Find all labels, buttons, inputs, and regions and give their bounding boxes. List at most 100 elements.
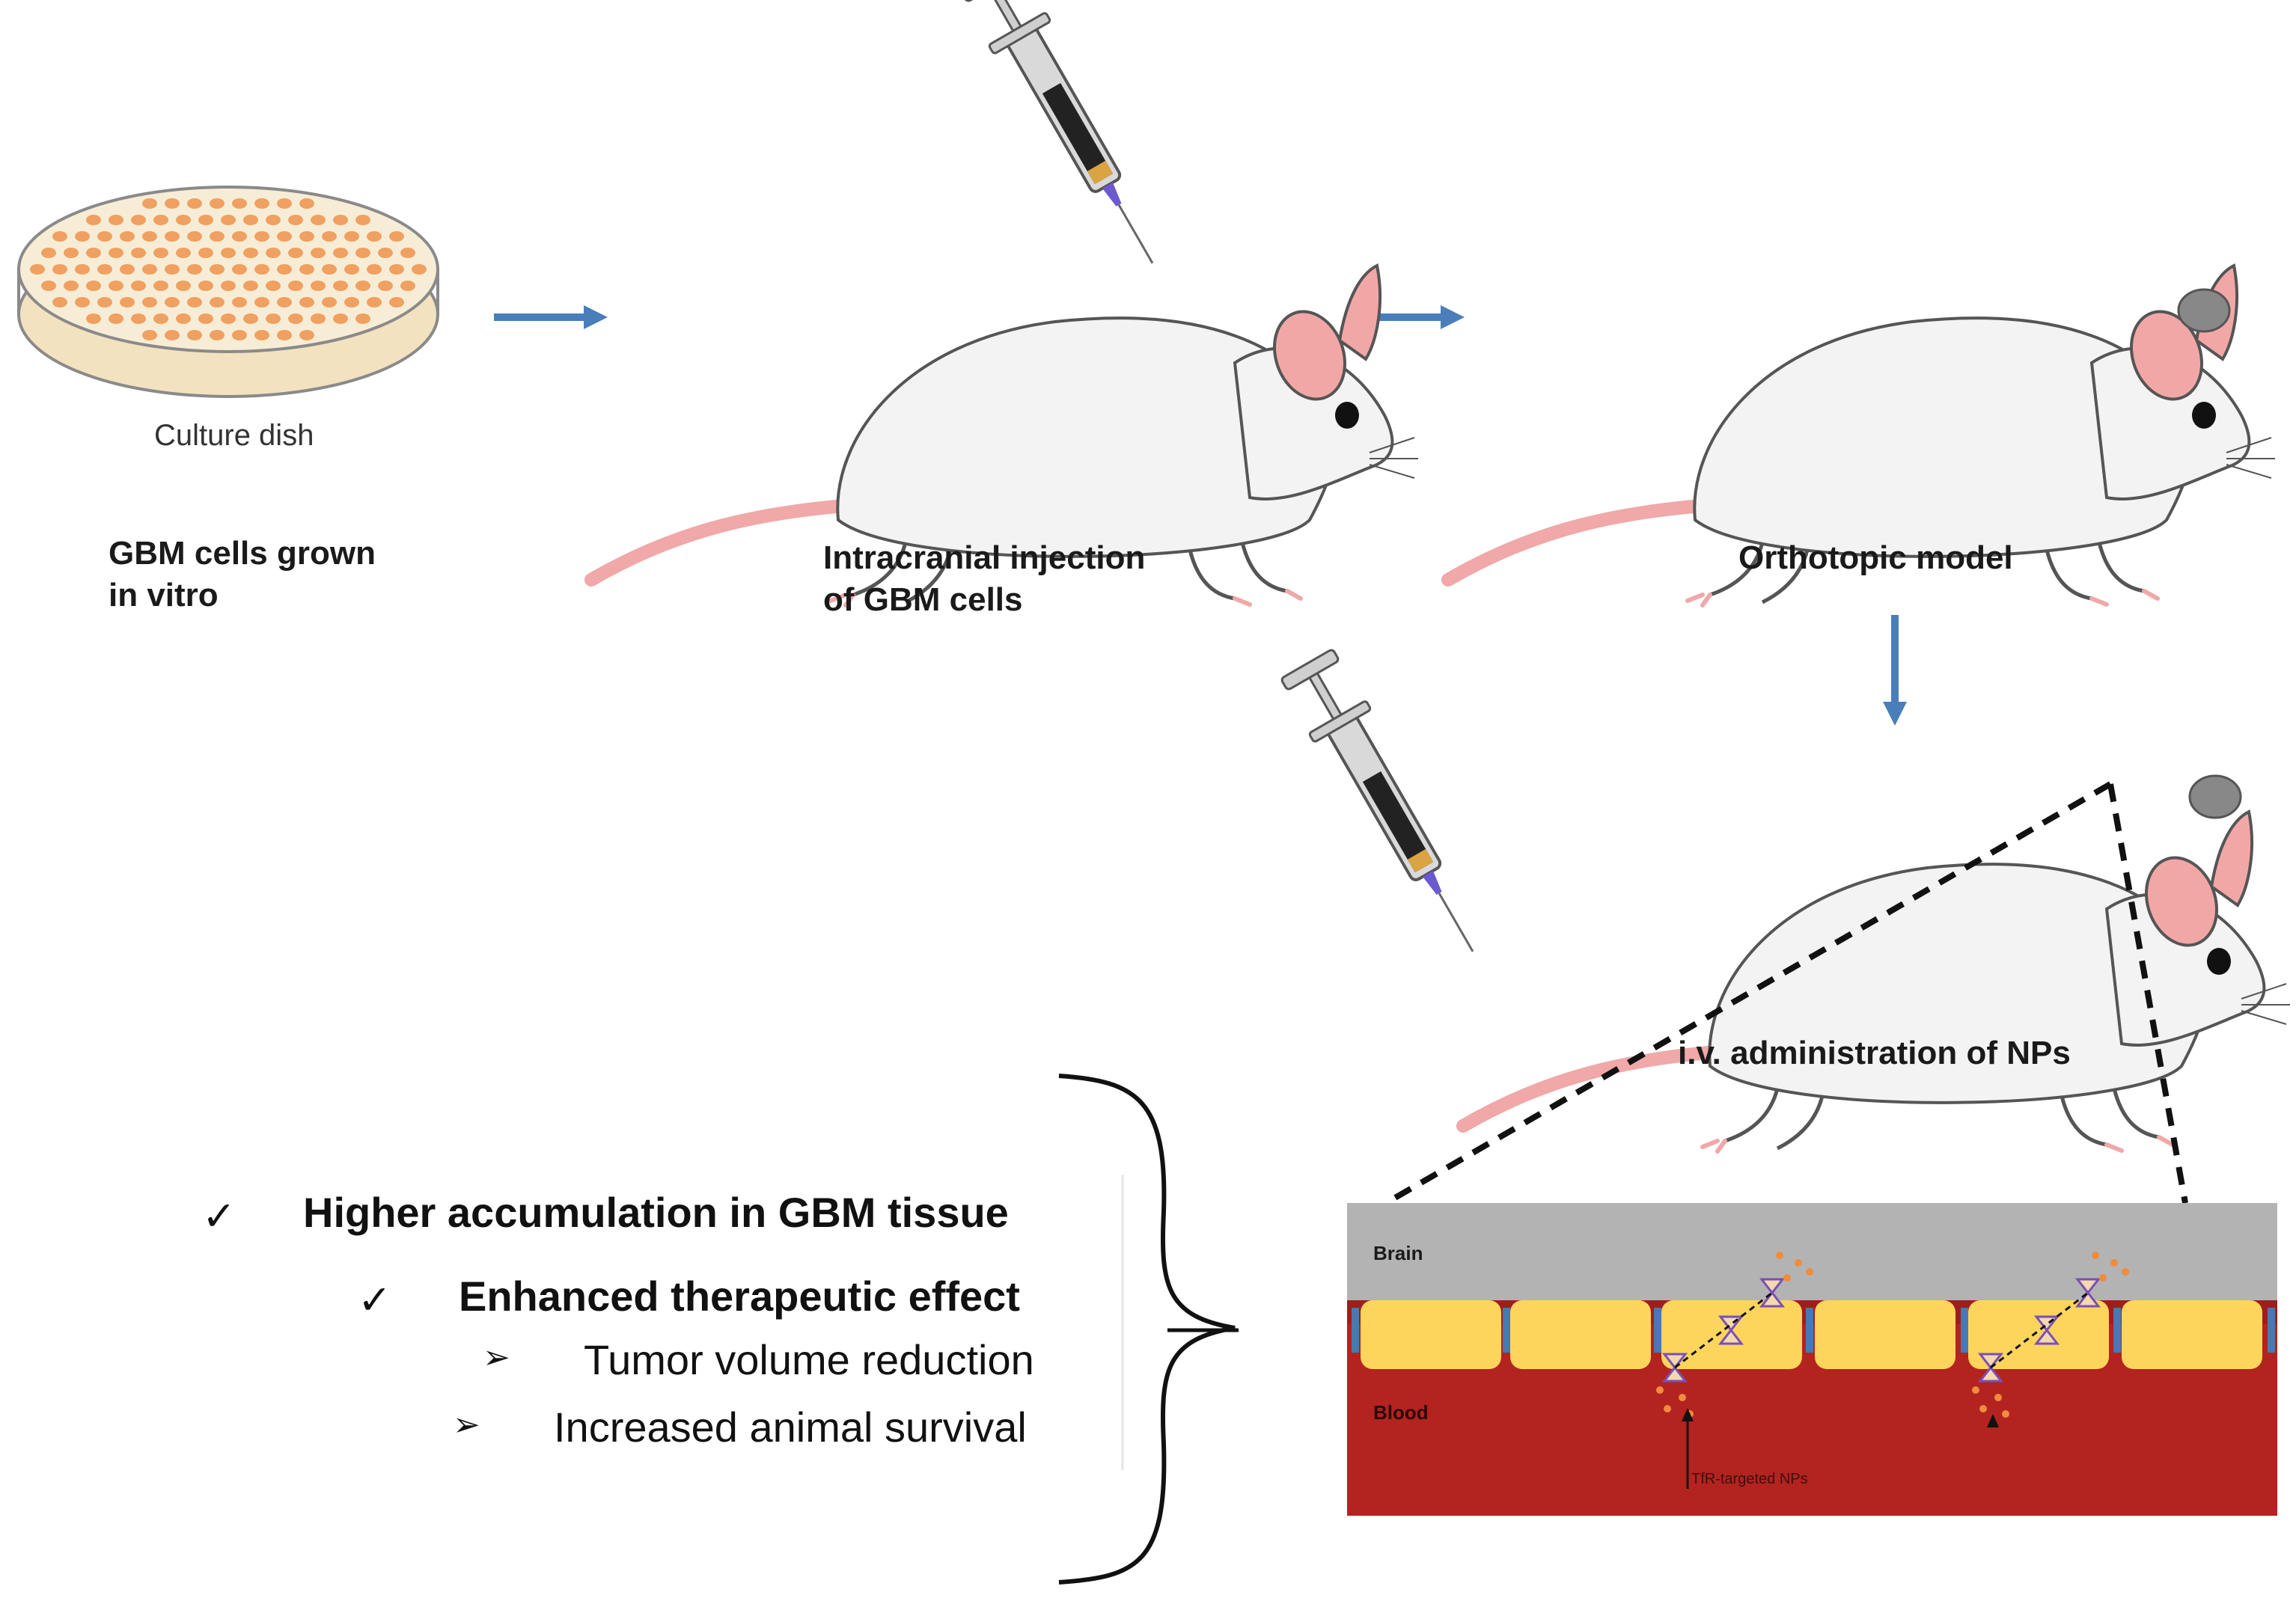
syringe-iv: [1276, 646, 1503, 970]
cell-dot: [333, 313, 348, 324]
tight-junction: [1806, 1308, 1813, 1353]
cell-dot: [75, 297, 90, 307]
cell-dot: [243, 248, 258, 258]
cell-dot: [109, 281, 123, 291]
cell-dot: [86, 281, 101, 291]
cell-dot: [367, 231, 382, 242]
tight-junction: [1503, 1308, 1510, 1353]
cell-dot: [221, 215, 236, 225]
cell-dot: [131, 248, 146, 258]
tight-junction: [1352, 1308, 1359, 1353]
cell-dot: [299, 198, 314, 209]
culture-dish: [17, 186, 439, 398]
cell-dot: [288, 313, 303, 324]
outcome-4: ➢ Increased animal survival: [453, 1403, 1096, 1455]
cell-dot: [30, 264, 45, 275]
cell-dot: [232, 231, 247, 242]
outcome-2-text: Enhanced therapeutic effect: [459, 1273, 1020, 1320]
brain-label: Brain: [1373, 1242, 1423, 1264]
drug-dot: [1776, 1252, 1783, 1259]
cell-dot: [378, 248, 393, 258]
outcome-1-text: Higher accumulation in GBM tissue: [303, 1189, 1009, 1236]
cell-dot: [355, 313, 370, 324]
step2-label-line1: Intracranial injection: [823, 539, 1146, 576]
cell-dot: [165, 231, 180, 242]
outcome-1: ✓ Higher accumulation in GBM tissue: [202, 1188, 1100, 1248]
outcome-4-text: Increased animal survival: [554, 1404, 1027, 1451]
cell-dot: [187, 264, 202, 275]
cell-dot: [344, 264, 359, 275]
cell-dot: [187, 231, 202, 242]
drug-dot: [2002, 1410, 2009, 1418]
drug-dot: [2110, 1259, 2118, 1267]
cell-dot: [198, 281, 213, 291]
cell-dot: [187, 297, 202, 307]
arrowhead-bullet-icon: ➢: [483, 1339, 510, 1376]
cell-dot: [198, 248, 213, 258]
cell-dot: [367, 264, 382, 275]
cell-dot: [52, 264, 67, 275]
cell-dot: [266, 215, 281, 225]
dish-cell-dots: [30, 198, 427, 340]
cell-dot: [299, 330, 314, 340]
drug-dot: [1664, 1405, 1671, 1412]
nanoparticles: [1656, 1252, 2129, 1418]
cell-dot: [165, 264, 180, 275]
cell-dot: [333, 215, 348, 225]
cell-dot: [41, 248, 56, 258]
cell-dot: [86, 313, 101, 324]
cell-dot: [64, 281, 79, 291]
cell-dot: [254, 264, 269, 275]
cell-dot: [86, 215, 101, 225]
drug-dot: [1656, 1386, 1664, 1394]
cell-dot: [41, 281, 56, 291]
drug-dot: [2099, 1274, 2107, 1282]
outcome-2: ✓ Enhanced therapeutic effect: [358, 1272, 1106, 1332]
arrow-step1-to-step2: [494, 305, 608, 329]
cell-dot: [232, 297, 247, 307]
cell-dot: [75, 264, 90, 275]
mouse-orthotopic: [1448, 266, 2275, 605]
drug-dot: [1979, 1405, 1987, 1412]
cell-dot: [367, 297, 382, 307]
cell-dot: [333, 248, 348, 258]
cell-dot: [97, 297, 112, 307]
cell-dot: [355, 215, 370, 225]
cell-dot: [254, 231, 269, 242]
cell-dot: [165, 297, 180, 307]
blood-label: Blood: [1373, 1401, 1429, 1424]
cell-dot: [198, 215, 213, 225]
cell-dot: [344, 297, 359, 307]
cell-dot: [120, 231, 135, 242]
cell-dot: [232, 330, 247, 340]
cell-dot: [153, 313, 168, 324]
cell-dot: [299, 264, 314, 275]
cell-dot: [198, 313, 213, 324]
cell-dot: [221, 248, 236, 258]
np-label: TfR-targeted NPs: [1691, 1471, 1808, 1487]
cell-dot: [333, 281, 348, 291]
step1-label: GBM cells grown in vitro: [109, 533, 376, 616]
arrow-step3-to-step4: [1883, 615, 1907, 726]
cell-dot: [355, 248, 370, 258]
cell-dot: [277, 264, 292, 275]
cell-dot: [378, 281, 393, 291]
cell-dot: [131, 313, 146, 324]
tight-junction: [1961, 1308, 1968, 1353]
cell-dot: [120, 297, 135, 307]
step4-label: i.v. administration of NPs: [1678, 1035, 2071, 1071]
cell-dot: [243, 313, 258, 324]
cell-dot: [389, 297, 404, 307]
cell-dot: [153, 281, 168, 291]
cell-dot: [210, 297, 225, 307]
cell-dot: [109, 215, 123, 225]
cell-dot: [400, 248, 415, 258]
cell-dot: [311, 215, 326, 225]
cell-dot: [165, 330, 180, 340]
cell-dot: [142, 264, 157, 275]
cell-dot: [75, 231, 90, 242]
cell-dot: [389, 264, 404, 275]
step2-label: Intracranial injection of GBM cells: [823, 537, 1145, 621]
cell-dot: [120, 264, 135, 275]
cell-dot: [400, 281, 415, 291]
